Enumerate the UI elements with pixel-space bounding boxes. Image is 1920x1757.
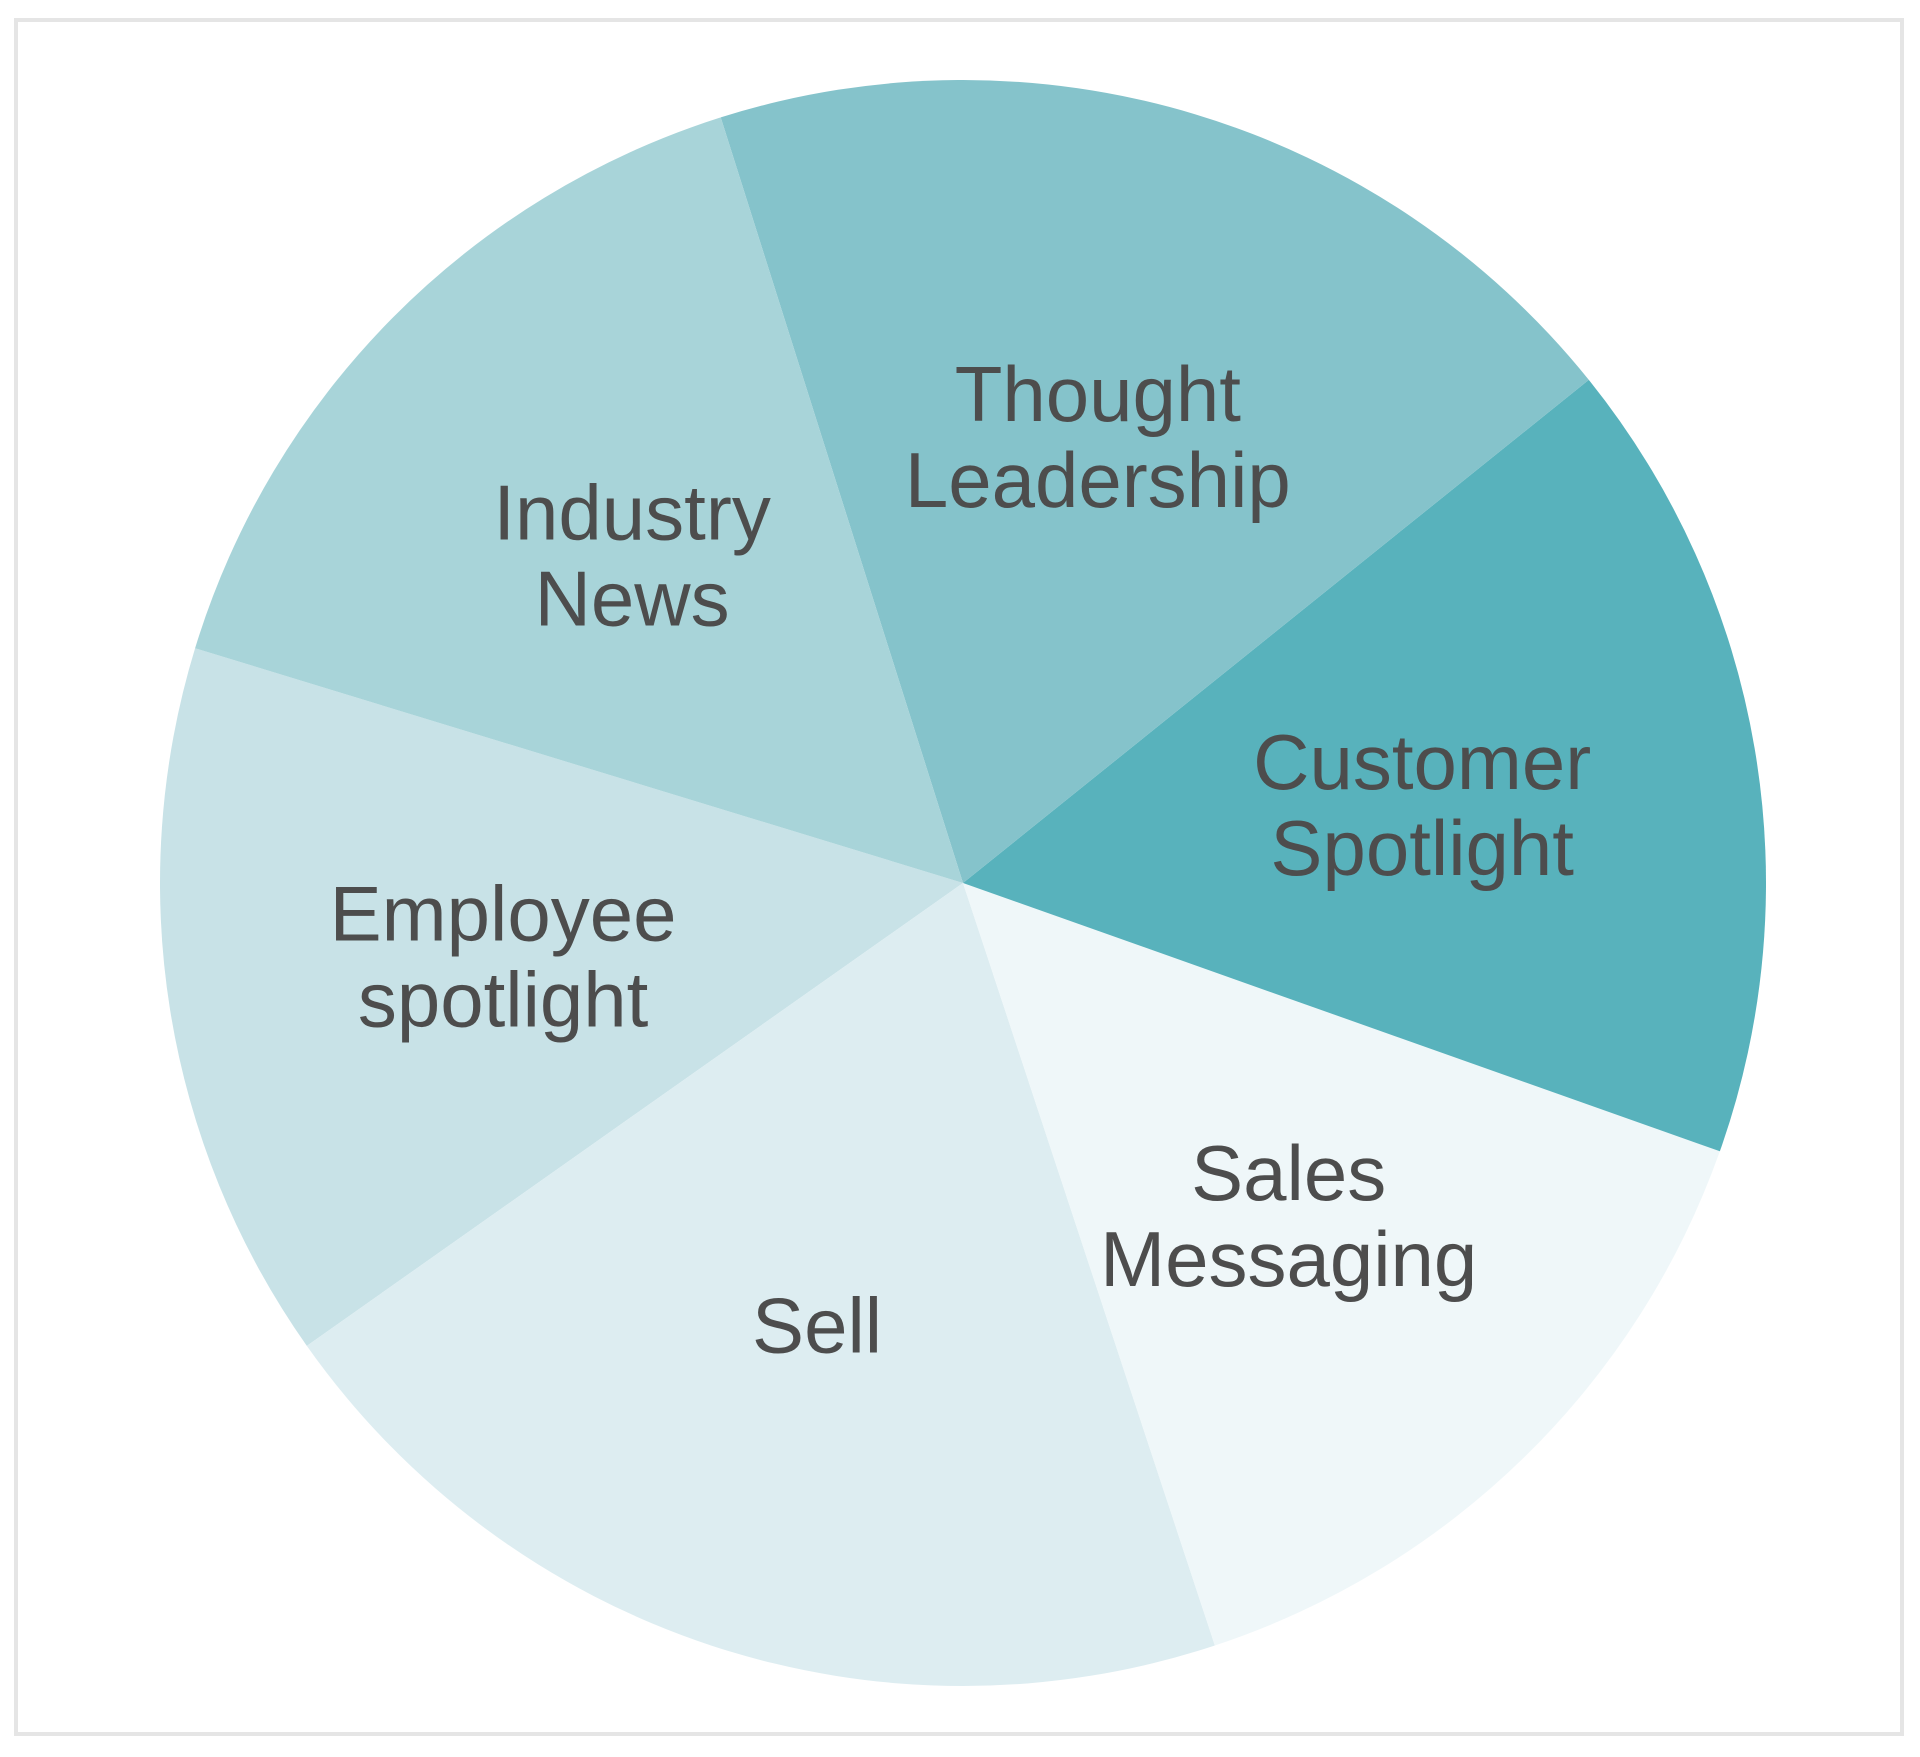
pie-label-line: Messaging (1100, 1215, 1477, 1303)
pie-label-line: Customer (1253, 718, 1591, 806)
pie-slices (160, 80, 1767, 1687)
pie-label-line: Spotlight (1270, 804, 1574, 892)
pie-label-line: News (535, 554, 730, 642)
pie-slice-sales-messaging (963, 883, 1720, 1646)
pie-label-sell: Sell (752, 1281, 882, 1369)
pie-slice-industry-news (195, 117, 964, 884)
pie-slice-employee-spotlight (160, 648, 963, 1346)
pie-slice-sell (306, 883, 1215, 1687)
pie-label-line: Industry (493, 468, 770, 556)
pie-label-line: Sell (752, 1281, 882, 1369)
pie-label-line: Employee (330, 870, 677, 958)
pie-slice-customer-spotlight (963, 379, 1767, 1152)
pie-label-line: Thought (955, 350, 1242, 438)
pie-label-line: Sales (1191, 1129, 1386, 1217)
pie-label-line: spotlight (358, 956, 649, 1044)
pie-slice-thought-leadership (720, 80, 1589, 884)
pie-label-line: Leadership (905, 436, 1291, 524)
